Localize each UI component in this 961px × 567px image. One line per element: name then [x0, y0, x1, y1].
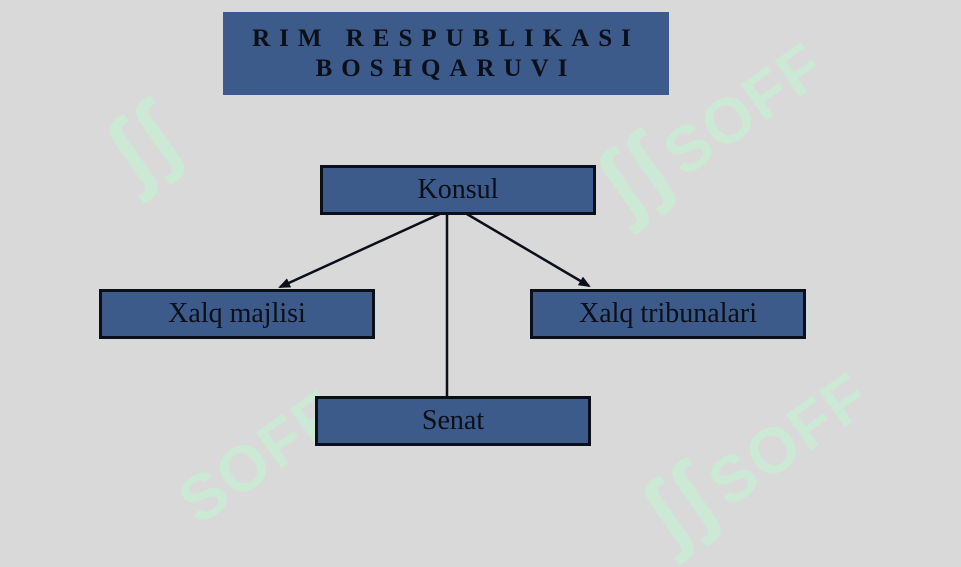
diagram-edges	[278, 205, 591, 396]
node-xalq-majlisi-label: Xalq majlisi	[168, 298, 306, 329]
title-line-2: BOSHQARUVI	[315, 54, 577, 82]
node-senat: Senat	[315, 396, 591, 446]
node-xalq-tribunalari-label: Xalq tribunalari	[578, 298, 758, 329]
edge-konsul-to-xalq-tribunalari	[454, 205, 591, 288]
node-senat-label: Senat	[421, 405, 485, 436]
node-xalq-tribunalari: Xalq tribunalari	[530, 289, 806, 339]
edge-konsul-to-xalq-majlisi	[278, 205, 456, 289]
title-line-1: RIM RESPUBLIKASI	[252, 24, 640, 52]
node-konsul: Konsul	[320, 165, 596, 215]
diagram-title: RIM RESPUBLIKASI BOSHQARUVI	[223, 12, 669, 95]
node-xalq-majlisi: Xalq majlisi	[99, 289, 375, 339]
node-konsul-label: Konsul	[417, 174, 499, 205]
